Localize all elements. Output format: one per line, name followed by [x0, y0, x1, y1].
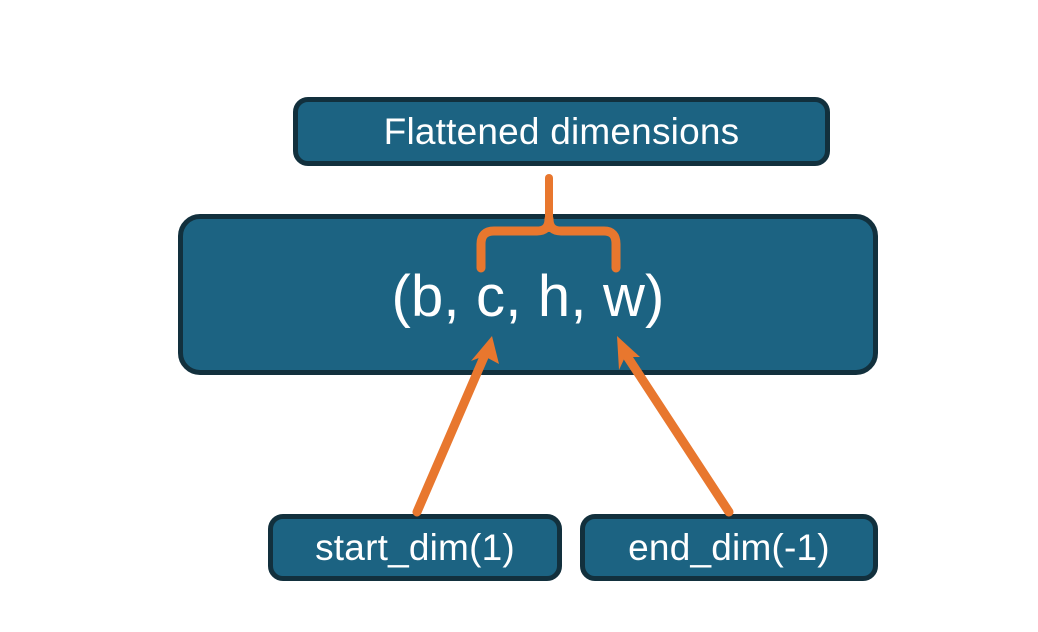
flattened-dimensions-label: Flattened dimensions: [383, 110, 740, 152]
start-dim-box: start_dim(1): [268, 514, 562, 581]
start-dim-label: start_dim(1): [315, 526, 515, 568]
end-dim-label: end_dim(-1): [628, 526, 830, 568]
end-dim-box: end_dim(-1): [580, 514, 878, 581]
tensor-shape-label: (b, c, h, w): [391, 264, 665, 329]
flattened-dimensions-box: Flattened dimensions: [293, 97, 830, 166]
tensor-shape-box: (b, c, h, w): [178, 214, 878, 375]
